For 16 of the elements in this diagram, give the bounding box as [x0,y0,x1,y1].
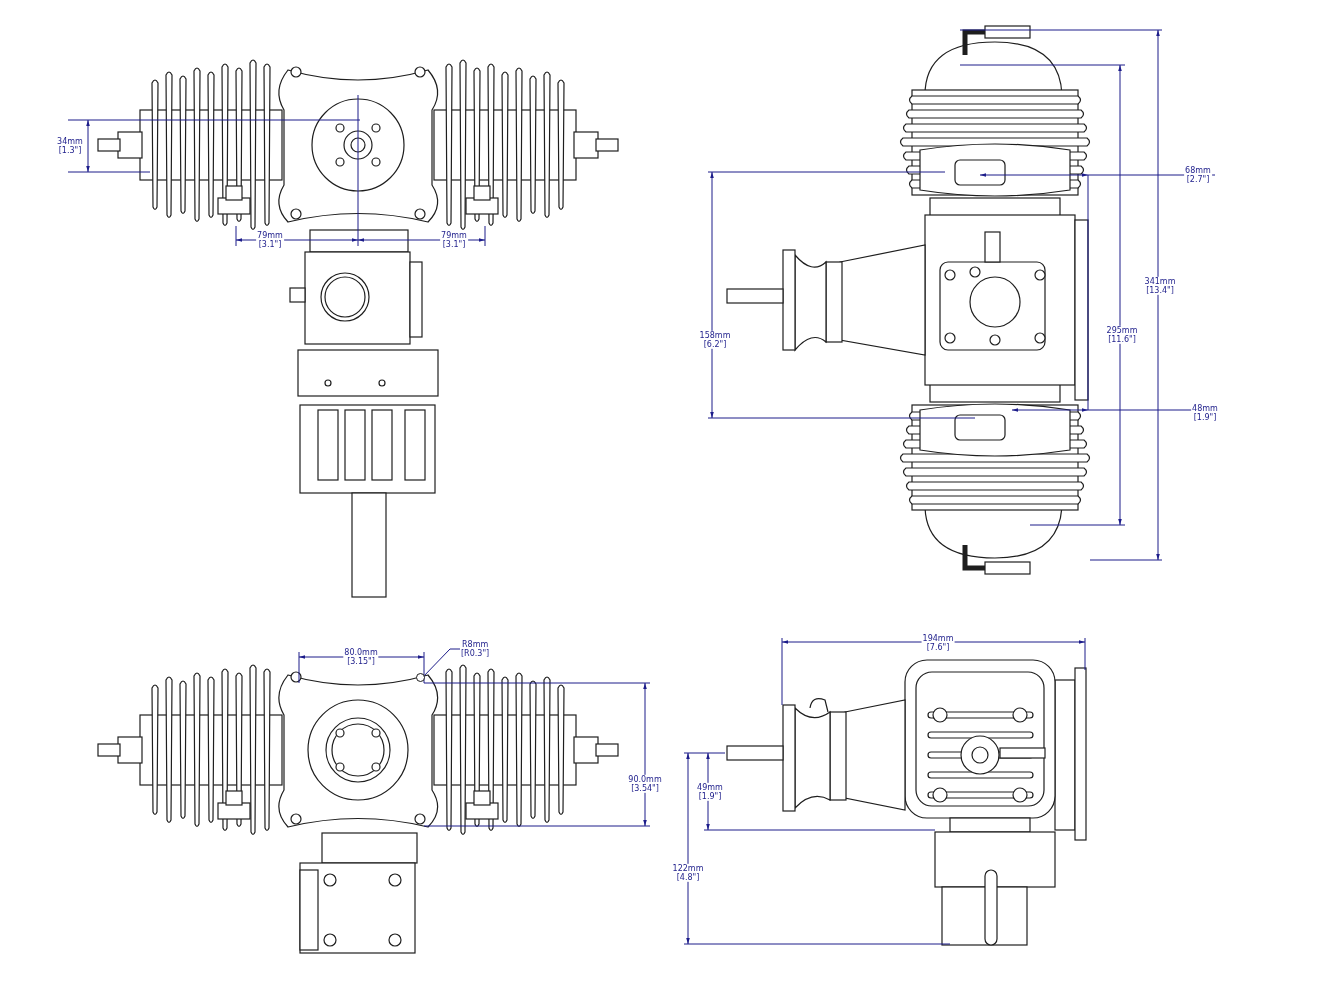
dimension-label: 295mm [11.6"] [1105,325,1139,345]
mounting-hole [416,673,425,682]
dimension-label: 34mm [1.3"] [56,136,84,156]
dimension-label: 48mm [1.9"] [1191,403,1219,423]
leader-line [424,648,461,676]
dimension-label: 90.0mm [3.54"] [627,774,663,794]
dimension-label: 341mm [13.4"] [1143,276,1177,296]
dimension-label: 79mm [3.1"] [256,230,284,250]
dimension-label: 194mm [7.6"] [921,633,955,653]
radius-label: R8mm [R0.3"] [460,640,491,659]
dimension-label: 80.0mm [3.15"] [343,647,379,667]
dimension-label: 68mm [2.7"] [1184,165,1212,185]
dimension-label: 158mm [6.2"] [698,330,732,350]
dimension-label: 79mm [3.1"] [440,230,468,250]
dimension-label: 49mm [1.9"] [696,782,724,802]
dimension-label: 122mm [4.8"] [671,863,705,883]
